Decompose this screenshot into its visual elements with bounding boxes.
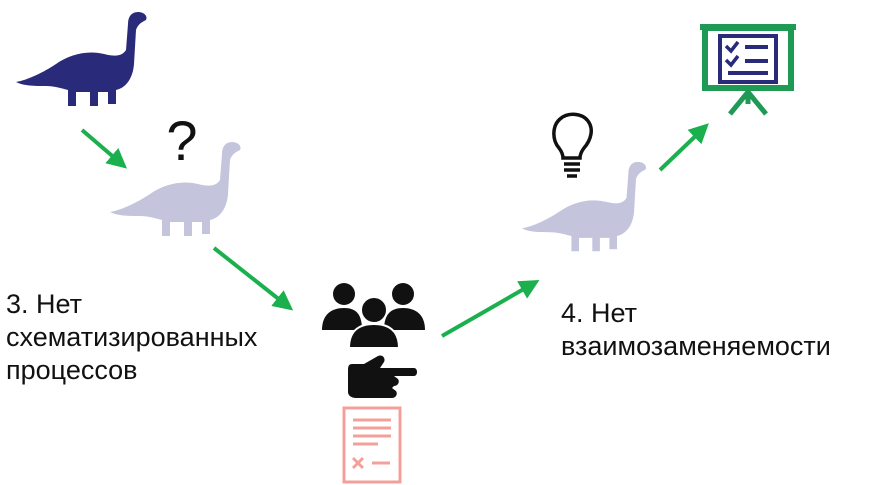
- problem-3-line1: 3. Нет: [6, 289, 83, 319]
- team-icon: [322, 283, 425, 349]
- presentation-board-icon: [700, 24, 796, 116]
- problem-3-line3: процессов: [6, 355, 138, 385]
- document-checklist-icon: [342, 406, 402, 484]
- arrow-icon: [80, 128, 128, 169]
- dinosaur-faded-icon: [522, 161, 646, 252]
- problem-3-line2: схематизированных: [6, 322, 258, 352]
- problem-4-line2: взаимозаменяемости: [561, 331, 831, 361]
- arrow-icon: [441, 280, 540, 338]
- problem-4-label: 4. Нет взаимозаменяемости: [561, 297, 831, 363]
- question-mark-icon: ?: [166, 109, 197, 172]
- pointing-hand-icon: [348, 355, 417, 398]
- arrow-icon: [212, 246, 294, 311]
- problem-4-line1: 4. Нет: [561, 298, 638, 328]
- dinosaur-icon: [16, 12, 147, 106]
- lightbulb-icon: [552, 112, 593, 178]
- arrow-icon: [658, 123, 709, 172]
- problem-3-label: 3. Нет схематизированных процессов: [6, 288, 257, 387]
